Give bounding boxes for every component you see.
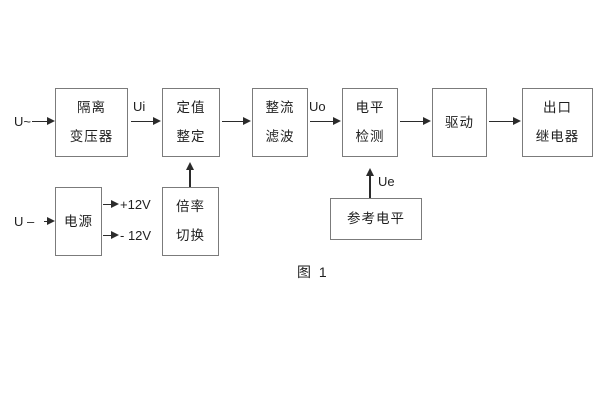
setpoint-adjust-line1: 定值: [176, 100, 206, 115]
arrow-transformer-to-setpoint: [131, 117, 161, 125]
box-driver: 驱动: [432, 88, 487, 157]
arrow-minus-12v-out: [103, 231, 119, 239]
level-detect-line1: 电平: [355, 100, 385, 115]
output-relay-line1: 出口: [543, 100, 572, 115]
box-rectifier-filter: 整流 滤波: [252, 88, 308, 157]
arrow-rectifier-to-detect: [310, 117, 341, 125]
arrow-ac-input: [32, 117, 55, 125]
box-power-supply: 电源: [55, 187, 102, 256]
label-plus-12v: +12V: [120, 197, 151, 212]
rectifier-filter-line1: 整流: [265, 100, 295, 115]
arrow-plus-12v-out: [103, 200, 119, 208]
power-supply-line1: 电源: [64, 213, 93, 229]
label-ue: Ue: [378, 174, 395, 189]
box-isolation-transformer: 隔离 变压器: [55, 88, 128, 157]
output-relay-line2: 继电器: [535, 129, 580, 144]
label-uo: Uo: [309, 99, 326, 114]
ratio-switch-line1: 倍率: [176, 199, 205, 214]
box-level-detect: 电平 检测: [342, 88, 398, 157]
level-detect-line2: 检测: [355, 129, 385, 144]
reference-level-line1: 参考电平: [347, 211, 405, 226]
label-input-ac: U~: [14, 114, 31, 129]
isolation-transformer-line2: 变压器: [69, 129, 114, 144]
label-input-dc: U –: [14, 214, 35, 229]
label-minus-12v: - 12V: [120, 228, 152, 243]
rectifier-filter-line2: 滤波: [265, 129, 295, 144]
box-setpoint-adjust: 定值 整定: [162, 88, 220, 157]
ratio-switch-line2: 切换: [176, 228, 205, 243]
driver-line1: 驱动: [445, 114, 474, 130]
box-ratio-switch: 倍率 切换: [162, 187, 219, 256]
arrow-driver-to-relay: [489, 117, 521, 125]
arrow-setpoint-to-rectifier: [222, 117, 251, 125]
box-reference-level: 参考电平: [330, 198, 422, 240]
arrow-reference-to-detect: [366, 168, 373, 198]
isolation-transformer-line1: 隔离: [77, 100, 106, 115]
arrow-ratio-to-setpoint: [186, 162, 193, 187]
setpoint-adjust-line2: 整定: [176, 129, 206, 144]
label-ui: Ui: [133, 99, 146, 114]
arrow-dc-input: [44, 217, 55, 225]
arrow-detect-to-driver: [400, 117, 431, 125]
figure-caption: 图 1: [297, 264, 329, 280]
box-output-relay: 出口 继电器: [522, 88, 593, 157]
